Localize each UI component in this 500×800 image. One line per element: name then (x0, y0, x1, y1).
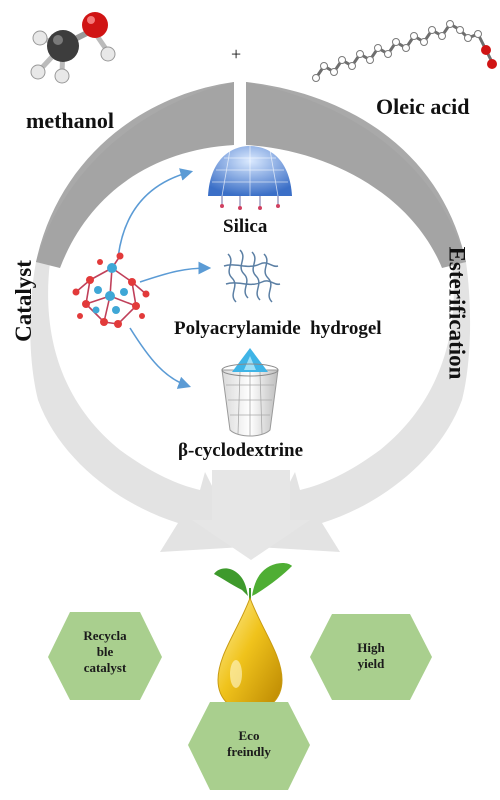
hex-eco-line-2: freindly (227, 744, 271, 759)
oil-drop-sprout-icon (214, 563, 292, 713)
hex-recyclable-text: Recycla ble catalyst (60, 628, 150, 676)
arrow-to-hydrogel (139, 261, 212, 283)
hex-high-yield-text: High yield (326, 640, 416, 672)
silica-dome-icon (208, 146, 292, 210)
hex-recyclable-line-2: ble (96, 644, 114, 659)
support-label-cyclodextrin: β-cyclodextrine (178, 440, 304, 461)
hex-high-yield-line-1: High (357, 640, 385, 655)
oleic-acid-label: Oleic acid (376, 94, 470, 119)
hex-eco (188, 702, 310, 790)
hydrogel-network-icon (223, 249, 281, 303)
methanol-label: methanol (26, 108, 114, 133)
hex-high-yield-line-2: yield (357, 656, 385, 671)
hex-eco-line-1: Eco (238, 728, 260, 743)
arrow-to-silica (117, 168, 194, 259)
hex-recyclable-line-3: catalyst (83, 660, 127, 675)
hex-recyclable (48, 612, 162, 700)
arrow-to-cyclodextrin (129, 327, 192, 389)
methanol-molecule-icon (30, 12, 116, 84)
hex-eco-text: Eco freindly (204, 728, 294, 760)
support-label-hydrogel: Polyacrylamide hydrogel (174, 318, 382, 339)
oleic-acid-molecule-icon (312, 20, 497, 82)
connector-arrows (117, 168, 212, 389)
esterification-label: Esterification (444, 246, 470, 380)
cyclodextrin-cone-icon (221, 348, 279, 437)
catalyst-label: Catalyst (10, 260, 36, 342)
hex-recyclable-line-1: Recycla (83, 628, 127, 643)
support-label-silica: Silica (223, 216, 268, 237)
hex-high-yield (310, 614, 432, 700)
plus-sign: + (231, 44, 242, 64)
polyoxometalate-cluster-icon (72, 252, 150, 328)
center-down-arrow (192, 470, 310, 560)
